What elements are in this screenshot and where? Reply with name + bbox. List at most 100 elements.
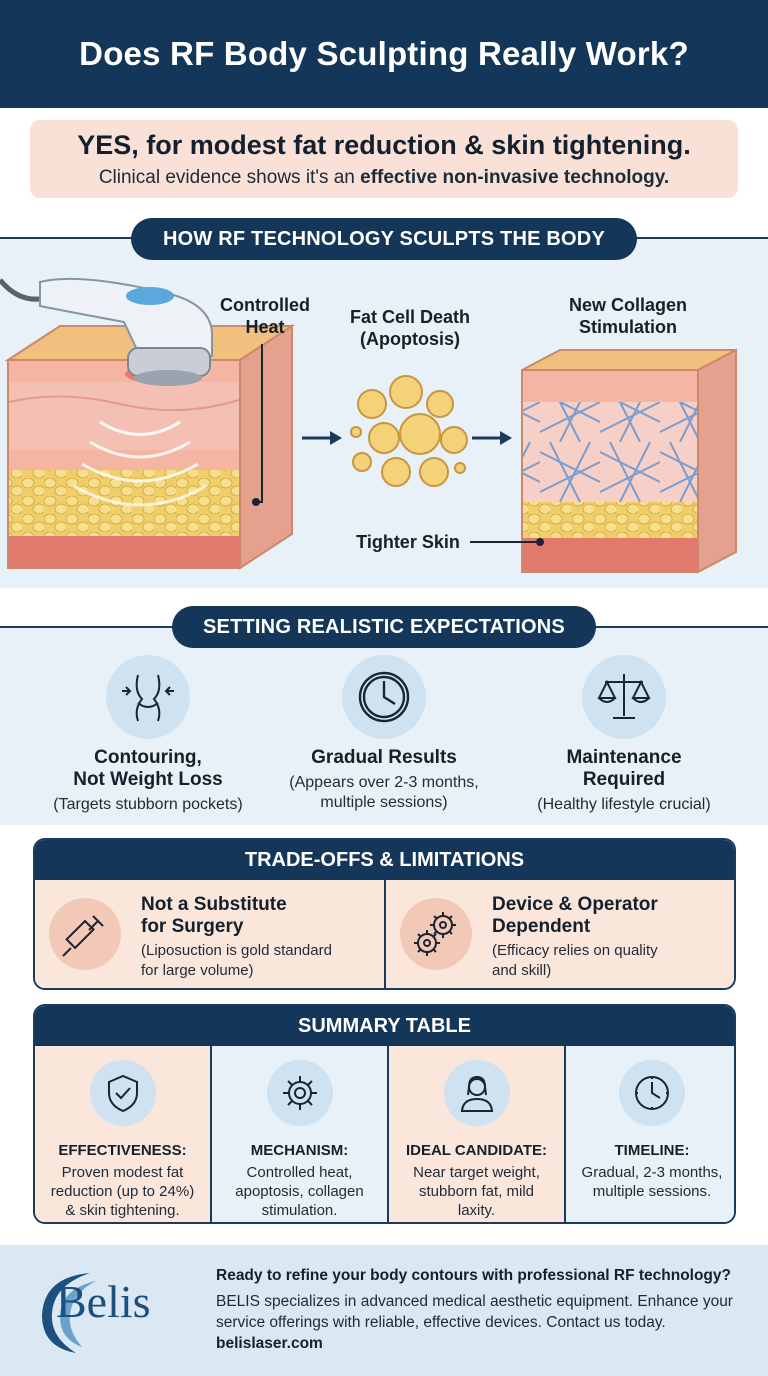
controlled-heat-label: Controlled Heat [205, 294, 325, 338]
skin-block-left [4, 324, 296, 570]
expectation-sub-line1: (Appears over 2-3 months, [289, 774, 479, 791]
balance-scale-icon [582, 655, 666, 739]
footer-description: BELIS specializes in advanced medical ae… [216, 1293, 733, 1331]
tradeoff-title-line2: Dependent [492, 916, 591, 937]
tradeoffs-title: TRADE-OFFS & LIMITATIONS [35, 840, 734, 880]
skin-block-right [521, 348, 737, 574]
summary-text-line2: apoptosis, collagen [235, 1183, 364, 1200]
summary-text-line1: Controlled heat, [246, 1164, 353, 1181]
summary-cell-text: Controlled heat, apoptosis, collagen sti… [212, 1163, 387, 1220]
summary-divider [564, 1046, 566, 1222]
tighter-skin-label: Tighter Skin [356, 532, 460, 552]
expectation-title-line1: Contouring, [94, 747, 202, 768]
tradeoff-title: Device & Operator Dependent [492, 894, 658, 938]
summary-divider [210, 1046, 212, 1222]
summary-cell-text: Gradual, 2-3 months, multiple sessions. [566, 1163, 734, 1201]
new-collagen-line1: New Collagen [568, 295, 688, 315]
controlled-heat-label-line1: Controlled [220, 295, 310, 315]
expectation-title: Contouring, Not Weight Loss [28, 747, 268, 791]
waist-contour-icon [106, 655, 190, 739]
expectation-maintenance: Maintenance Required (Healthy lifestyle … [504, 655, 744, 815]
tradeoffs-box: TRADE-OFFS & LIMITATIONS Not a Substitut… [33, 838, 736, 990]
summary-text-line1: Gradual, 2-3 months, [581, 1164, 723, 1181]
shield-check-icon [89, 1060, 156, 1126]
footer-website-link[interactable]: belislaser.com [216, 1335, 323, 1352]
summary-cell-title: IDEAL CANDIDATE: [405, 1142, 548, 1159]
summary-text-line3: & skin tightening. [65, 1202, 180, 1219]
person-icon [443, 1060, 510, 1126]
footer-cta: Ready to refine your body contours with … [216, 1267, 731, 1284]
expectation-title-line1: Maintenance [566, 747, 682, 768]
summary-mechanism: MECHANISM: Controlled heat, apoptosis, c… [212, 1046, 387, 1222]
belis-logo: Belis [56, 1276, 151, 1327]
summary-cell-title: MECHANISM: [250, 1142, 349, 1159]
new-collagen-label: New Collagen Stimulation [538, 294, 718, 338]
summary-text-line3: laxity. [457, 1202, 496, 1219]
rf-device-icon [0, 277, 214, 386]
tradeoff-sub-line2: and skill) [492, 962, 552, 979]
page-title: Does RF Body Sculpting Really Work? [79, 35, 689, 72]
gear-icon [266, 1060, 333, 1126]
tradeoff-device: Device & Operator Dependent (Efficacy re… [386, 880, 734, 988]
clock-icon [619, 1060, 685, 1126]
summary-cell-title: TIMELINE: [614, 1142, 690, 1159]
how-section-title: HOW RF TECHNOLOGY SCULPTS THE BODY [131, 218, 637, 260]
belis-logo-icon [42, 1273, 96, 1353]
tradeoff-sub-line2: for large volume) [141, 962, 254, 979]
summary-text-line2: stubborn fat, mild [418, 1183, 535, 1200]
answer-sub-prefix: Clinical evidence shows it's an [98, 167, 361, 188]
expectation-sub: (Healthy lifestyle crucial) [537, 796, 711, 813]
summary-text-line2: multiple sessions. [592, 1183, 712, 1200]
summary-cell-text: Near target weight, stubborn fat, mild l… [389, 1163, 564, 1220]
expectation-gradual: Gradual Results (Appears over 2-3 months… [264, 655, 504, 813]
summary-text-line1: Proven modest fat [61, 1164, 184, 1181]
rf-illustration [0, 277, 737, 574]
expectation-sub-line2: multiple sessions) [320, 794, 448, 811]
tradeoff-sub-line1: (Efficacy relies on quality [492, 942, 658, 959]
tradeoff-title-line1: Not a Substitute [141, 894, 287, 915]
summary-text-line3: stimulation. [261, 1202, 338, 1219]
expectation-title-line2: Not Weight Loss [73, 769, 223, 790]
summary-cell-title: EFFECTIVENESS: [58, 1142, 187, 1159]
controlled-heat-label-line2: Heat [245, 317, 285, 337]
answer-box: YES, for modest fat reduction & skin tig… [30, 120, 738, 198]
answer-headline: YES, for modest fat reduction & skin tig… [77, 130, 691, 160]
summary-divider [387, 1046, 389, 1222]
fat-cell-death-line1: Fat Cell Death [349, 307, 471, 327]
tradeoff-title-line1: Device & Operator [492, 894, 658, 915]
summary-effectiveness: EFFECTIVENESS: Proven modest fat reducti… [35, 1046, 210, 1222]
fat-cell-death-label: Fat Cell Death (Apoptosis) [330, 306, 490, 350]
answer-subline: Clinical evidence shows it's an effectiv… [30, 167, 738, 189]
expectation-sub: (Appears over 2-3 months, multiple sessi… [264, 773, 504, 813]
tradeoff-divider [384, 880, 386, 988]
page-header: Does RF Body Sculpting Really Work? [0, 0, 768, 108]
fat-cells-illustration [350, 375, 468, 487]
tradeoff-title-line2: for Surgery [141, 916, 244, 937]
expectation-title-line2: Required [582, 769, 666, 790]
arrow-icon [472, 431, 512, 445]
clock-icon [342, 655, 426, 739]
summary-title: SUMMARY TABLE [35, 1006, 734, 1046]
expectation-title: Gradual Results [311, 747, 457, 768]
tradeoff-sub: (Liposuction is gold standard for large … [141, 941, 332, 981]
expectation-sub: (Targets stubborn pockets) [53, 796, 243, 813]
summary-text-line1: Near target weight, [413, 1164, 540, 1181]
expectations-title: SETTING REALISTIC EXPECTATIONS [172, 606, 596, 648]
answer-sub-bold: effective non-invasive technology. [360, 167, 670, 188]
fat-cell-death-line2: (Apoptosis) [360, 329, 460, 349]
summary-ideal-candidate: IDEAL CANDIDATE: Near target weight, stu… [389, 1046, 564, 1222]
tradeoff-sub: (Efficacy relies on quality and skill) [492, 941, 658, 981]
summary-text-line2: reduction (up to 24%) [50, 1183, 195, 1200]
footer: Belis Ready to refine your body contours… [0, 1245, 768, 1376]
arrow-icon [302, 431, 342, 445]
tradeoff-sub-line1: (Liposuction is gold standard [141, 942, 332, 959]
summary-table: SUMMARY TABLE EFFECTIVENESS: Proven mode… [33, 1004, 736, 1224]
tradeoff-title: Not a Substitute for Surgery [141, 894, 287, 938]
expectation-title: Maintenance Required [504, 747, 744, 791]
summary-timeline: TIMELINE: Gradual, 2-3 months, multiple … [566, 1046, 734, 1222]
new-collagen-line2: Stimulation [579, 317, 677, 337]
tradeoff-surgery: Not a Substitute for Surgery (Liposuctio… [35, 880, 384, 988]
gears-icon [400, 898, 472, 970]
syringe-icon [49, 898, 121, 970]
expectation-contouring: Contouring, Not Weight Loss (Targets stu… [28, 655, 268, 815]
